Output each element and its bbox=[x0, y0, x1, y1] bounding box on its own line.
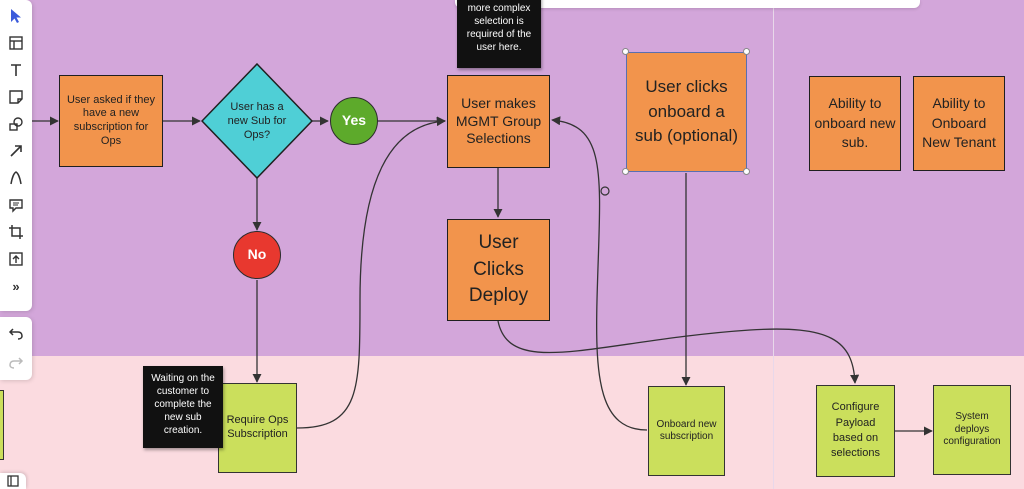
node-clicks-deploy-label: User Clicks Deploy bbox=[468, 232, 529, 307]
sticky-note-waiting[interactable]: Waiting on the customer to complete the … bbox=[143, 366, 223, 448]
node-configure-payload-label: Configure Payload based on selections bbox=[831, 401, 880, 460]
arrow-line-icon[interactable] bbox=[6, 141, 26, 161]
node-ability-tenant-label: Ability to Onboard New Tenant bbox=[922, 95, 996, 151]
node-onboard-sub[interactable]: User clicks onboard a sub (optional) bbox=[626, 52, 747, 172]
node-onboard-new-label: Onboard new subscription bbox=[656, 418, 717, 443]
node-ability-sub[interactable]: Ability to onboard new sub. bbox=[809, 76, 901, 171]
left-toolbar: » bbox=[0, 0, 32, 311]
sticky-note-top-text: more complex selection is required of th… bbox=[466, 3, 532, 53]
text-icon[interactable] bbox=[6, 60, 26, 80]
minimap-icon[interactable] bbox=[0, 473, 26, 489]
no-circle[interactable]: No bbox=[233, 231, 281, 279]
yes-circle[interactable]: Yes bbox=[330, 97, 378, 145]
sticky-note-waiting-text: Waiting on the customer to complete the … bbox=[151, 373, 215, 436]
redo-icon[interactable] bbox=[6, 352, 26, 372]
top-toolbar[interactable] bbox=[455, 0, 920, 8]
node-system-deploys[interactable]: System deploys configuration bbox=[933, 385, 1011, 475]
node-onboard-new[interactable]: Onboard new subscription bbox=[648, 386, 725, 476]
arrow-onboardnew-mgmt bbox=[551, 116, 648, 431]
selection-handle[interactable] bbox=[622, 168, 629, 175]
node-ability-sub-label: Ability to onboard new sub. bbox=[814, 95, 896, 151]
node-ability-tenant[interactable]: Ability to Onboard New Tenant bbox=[913, 76, 1005, 171]
node-require-ops-label: Require Ops Subscription bbox=[226, 414, 289, 440]
yes-label: Yes bbox=[341, 112, 367, 129]
node-partial-left[interactable] bbox=[0, 390, 4, 460]
selection-handle[interactable] bbox=[743, 168, 750, 175]
frame-template-icon[interactable] bbox=[6, 33, 26, 53]
crop-frame-icon[interactable] bbox=[6, 222, 26, 242]
no-label: No bbox=[247, 246, 267, 263]
selection-handle[interactable] bbox=[743, 48, 750, 55]
node-mgmt-group-label: User makes MGMT Group Selections bbox=[455, 95, 542, 147]
cursor-icon[interactable] bbox=[6, 6, 26, 26]
node-user-asked-label: User asked if they have a new subscripti… bbox=[66, 93, 156, 147]
comment-icon[interactable] bbox=[6, 195, 26, 215]
node-configure-payload[interactable]: Configure Payload based on selections bbox=[816, 385, 895, 477]
decision-label: User has a new Sub for Ops? bbox=[227, 100, 287, 142]
node-clicks-deploy[interactable]: User Clicks Deploy bbox=[447, 219, 550, 321]
lane-divider bbox=[773, 0, 774, 489]
selection-handle[interactable] bbox=[622, 48, 629, 55]
node-user-asked[interactable]: User asked if they have a new subscripti… bbox=[59, 75, 163, 167]
arrow-require-mgmt bbox=[296, 117, 446, 429]
node-require-ops[interactable]: Require Ops Subscription bbox=[218, 383, 297, 473]
shapes-icon[interactable] bbox=[6, 114, 26, 134]
more-icon[interactable]: » bbox=[12, 278, 20, 294]
node-mgmt-group[interactable]: User makes MGMT Group Selections bbox=[447, 75, 550, 168]
pen-icon[interactable] bbox=[6, 168, 26, 188]
node-onboard-sub-label: User clicks onboard a sub (optional) bbox=[634, 77, 738, 146]
sticky-note-icon[interactable] bbox=[6, 87, 26, 107]
history-toolbar bbox=[0, 317, 32, 380]
sticky-note-top[interactable]: more complex selection is required of th… bbox=[457, 0, 541, 68]
undo-icon[interactable] bbox=[6, 323, 26, 343]
upload-icon[interactable] bbox=[6, 249, 26, 269]
node-system-deploys-label: System deploys configuration bbox=[943, 411, 1001, 448]
arrow-deploy-configure bbox=[497, 320, 860, 384]
decision-diamond[interactable]: User has a new Sub for Ops? bbox=[201, 63, 313, 179]
